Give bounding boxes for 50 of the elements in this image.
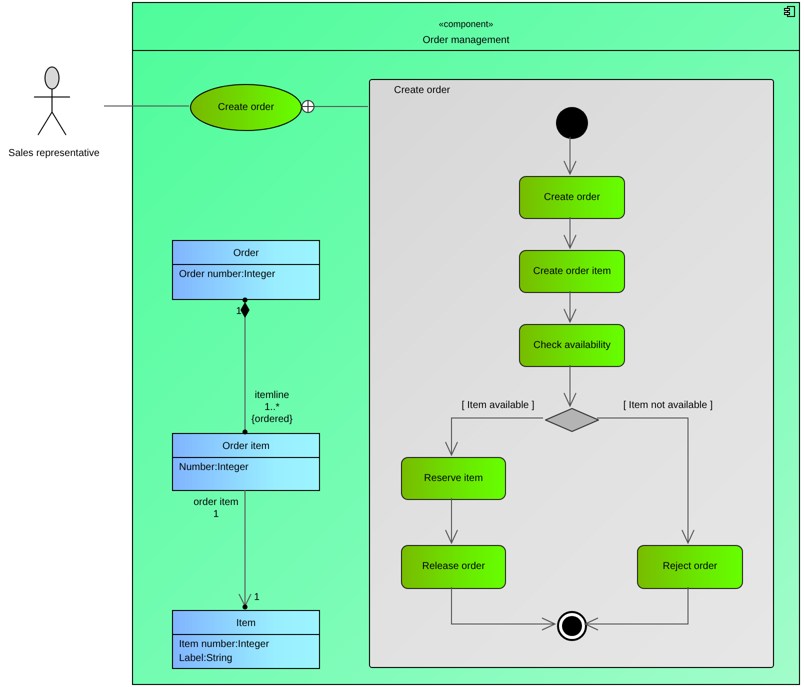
class-attribute: Item number:Integer — [179, 639, 270, 650]
component-frame — [132, 2, 800, 685]
activity-frame — [369, 79, 774, 668]
class-attribute: Label:String — [179, 653, 232, 664]
action-box — [519, 176, 625, 219]
multiplicity-label: 1 — [236, 306, 242, 317]
activity-name: Create order — [394, 85, 450, 96]
class-box — [172, 240, 320, 300]
action-label: Reserve item — [423, 472, 484, 484]
class-box — [172, 610, 320, 669]
arrow — [564, 364, 576, 406]
final-node — [557, 611, 587, 641]
multiplicity-label: 1..* — [264, 402, 280, 413]
use-case-label: Create order — [216, 102, 276, 112]
action-box — [519, 324, 625, 367]
arrow — [564, 136, 576, 174]
class-attribute: Order number:Integer — [179, 269, 276, 280]
class-name: Order item — [221, 441, 271, 452]
action-box — [401, 545, 506, 589]
constraint-label: {ordered} — [251, 414, 293, 425]
action-box — [401, 457, 506, 500]
role-label: itemline — [254, 390, 290, 401]
class-name: Order — [232, 248, 260, 259]
guard-label: [ Item available ] — [462, 400, 534, 411]
action-box — [519, 250, 625, 293]
actor-label: Sales representative — [7, 148, 101, 159]
role-label: order item — [194, 497, 238, 508]
multiplicity-label: 1 — [254, 592, 260, 603]
arrow — [584, 586, 688, 630]
class-name: Item — [235, 618, 257, 629]
action-label: Check availability — [532, 340, 612, 350]
component-name: Order management — [422, 35, 510, 46]
arrow — [238, 490, 252, 610]
arrow — [564, 290, 576, 322]
action-box — [637, 545, 743, 589]
action-label: Reject order — [662, 561, 718, 572]
action-label: Create order item — [532, 266, 612, 276]
class-attribute: Number:Integer — [179, 462, 248, 473]
arrow — [445, 498, 458, 544]
guard-label: [ Item not available ] — [623, 400, 713, 411]
arrow — [596, 418, 694, 544]
initial-node — [556, 107, 588, 139]
arrow — [564, 216, 576, 248]
stereotype-label: «component» — [438, 19, 494, 29]
class-box — [172, 433, 320, 491]
action-label: Release order — [421, 561, 486, 572]
multiplicity-label: 1 — [213, 509, 219, 520]
action-label: Create order — [542, 192, 602, 202]
arrow — [451, 586, 556, 630]
arrow — [445, 418, 544, 456]
